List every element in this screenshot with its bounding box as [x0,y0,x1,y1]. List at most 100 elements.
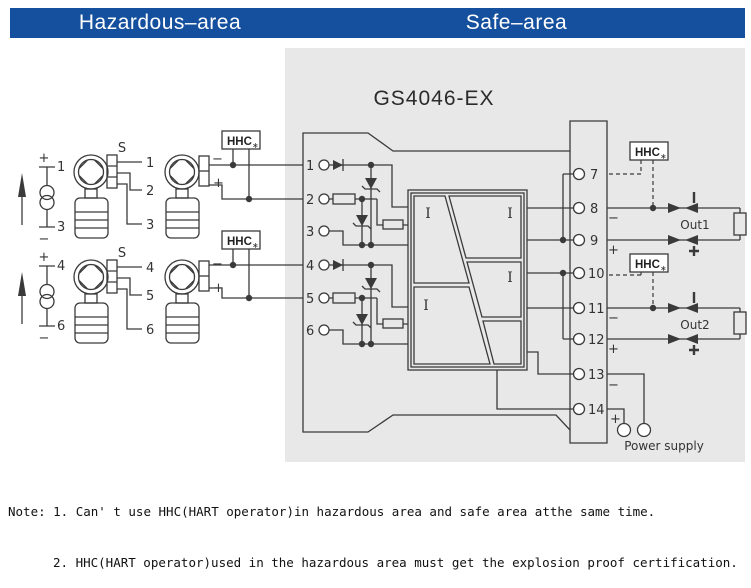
terminal-12 [572,332,586,346]
source2-wire6-label: 6 [57,319,65,334]
note-line-1: Note: 1. Can' t use HHC(HART operator)in… [8,504,656,519]
current-source-2: + 4 6 − [18,250,65,346]
plus-mark [689,345,699,355]
hhc-mark: ∗ [660,264,667,273]
source2-wire4-label: 4 [57,259,65,274]
series-resistor [332,292,356,304]
hhc-label: HHC [635,147,660,159]
zener-diode-icon [365,178,377,189]
transmitter-1: S 1 2 3 [73,141,154,239]
current-direction-icon [668,203,698,213]
hhc-box-hazardous-2: HHC ∗ [221,230,261,302]
hhc-label: HHC [227,136,252,148]
isolator-input-1 [413,195,470,284]
up-arrow-icon [18,272,26,296]
terminal-11-number: 11 [588,302,605,317]
out1-plus: + [608,243,619,258]
series-diode-icon [333,260,343,270]
zener-diode-icon [356,215,368,226]
isolator-output-2 [466,261,522,318]
power-supply-label: Power supply [624,439,704,453]
hhc-mark: ∗ [252,241,259,250]
terminal-5-number: 5 [306,292,314,307]
power-terminal [616,422,632,438]
isolator-output-1 [448,195,522,259]
out1-label: Out1 [680,218,709,232]
out1-loop: − + Out1 [607,192,747,258]
transmitter-4: − + [164,257,224,344]
transmitter-2: − + [164,152,224,239]
terminal-8 [572,201,586,215]
terminal-14-number: 14 [588,403,605,418]
hhc-label: HHC [227,236,252,248]
hhc-box-safe-2: HHC ∗ [609,253,669,312]
terminal-5 [318,292,330,304]
input-protection-network [329,159,408,348]
isolator-I-label: I [507,206,513,222]
series-diode-icon [333,160,343,170]
out2-plus: + [608,342,619,357]
current-direction-icon [668,303,698,313]
hhc-box-hazardous-1: HHC ∗ [221,130,261,203]
t2-plus-label: + [213,176,224,191]
t2-minus-label: − [212,152,223,167]
left-terminals: 1 2 3 4 5 6 [306,159,330,339]
terminal-6-number: 6 [306,324,314,339]
current-direction-icon [668,334,698,344]
load-resistor [733,311,747,335]
terminal-2 [318,193,330,205]
t1-wire2-label: 2 [146,184,154,199]
zener-diode-icon [356,314,368,325]
source1-minus: − [39,232,50,247]
fuse [382,219,404,230]
t3-s-label: S [118,246,126,261]
terminal-6 [318,324,330,336]
terminal-10-number: 10 [588,267,605,282]
terminal-9 [572,233,586,247]
isolator-I-label: I [423,298,429,314]
terminal-8-number: 8 [590,202,598,217]
terminal-9-number: 9 [590,234,598,249]
notes: Note: 1. Can' t use HHC(HART operator)in… [8,469,738,588]
note-line-2: 2. HHC(HART operator)used in the hazardo… [53,555,738,570]
barrier-outline [302,120,608,444]
out2-label: Out2 [680,318,709,332]
up-arrow-icon [18,173,26,197]
source1-plus: + [39,151,50,166]
t3-wire4-label: 4 [146,261,154,276]
series-resistor [332,193,356,205]
source1-wire3-label: 3 [57,220,65,235]
right-terminals: 7 8 9 10 11 12 13 14 [572,167,605,418]
hhc-box-safe-1: HHC ∗ [609,141,669,212]
terminal-2-number: 2 [306,193,314,208]
terminal-7-number: 7 [590,168,598,183]
terminal-3 [318,225,330,237]
terminal-3-number: 3 [306,225,314,240]
t1-wire3-label: 3 [146,218,154,233]
safe-area-header: Safe–area [288,8,745,38]
terminal-13 [572,367,586,381]
terminal-1-number: 1 [306,159,314,174]
out1-minus: − [608,211,619,226]
plus-mark [689,246,699,256]
isolator-I-label: I [425,206,431,222]
load-resistor [733,212,747,236]
terminal-1 [318,159,330,171]
t3-wire5-label: 5 [146,289,154,304]
transmitter-3: S 4 5 6 [73,246,154,344]
fuse [382,318,404,329]
isolator-I-label: I [507,270,513,286]
source1-wire1-label: 1 [57,160,65,175]
t3-wire6-label: 6 [146,323,154,338]
terminal-10 [572,266,586,280]
out2-loop: − + Out2 [607,292,747,357]
power-supply: − + Power supply [607,373,704,453]
terminal-4-number: 4 [306,259,314,274]
device-model-label: GS4046-EX [373,87,494,110]
current-direction-icon [668,235,698,245]
terminal-14 [572,402,586,416]
output-wires [496,173,574,410]
terminal-4 [318,259,330,271]
terminal-12-number: 12 [588,333,605,348]
terminal-7 [572,167,586,181]
